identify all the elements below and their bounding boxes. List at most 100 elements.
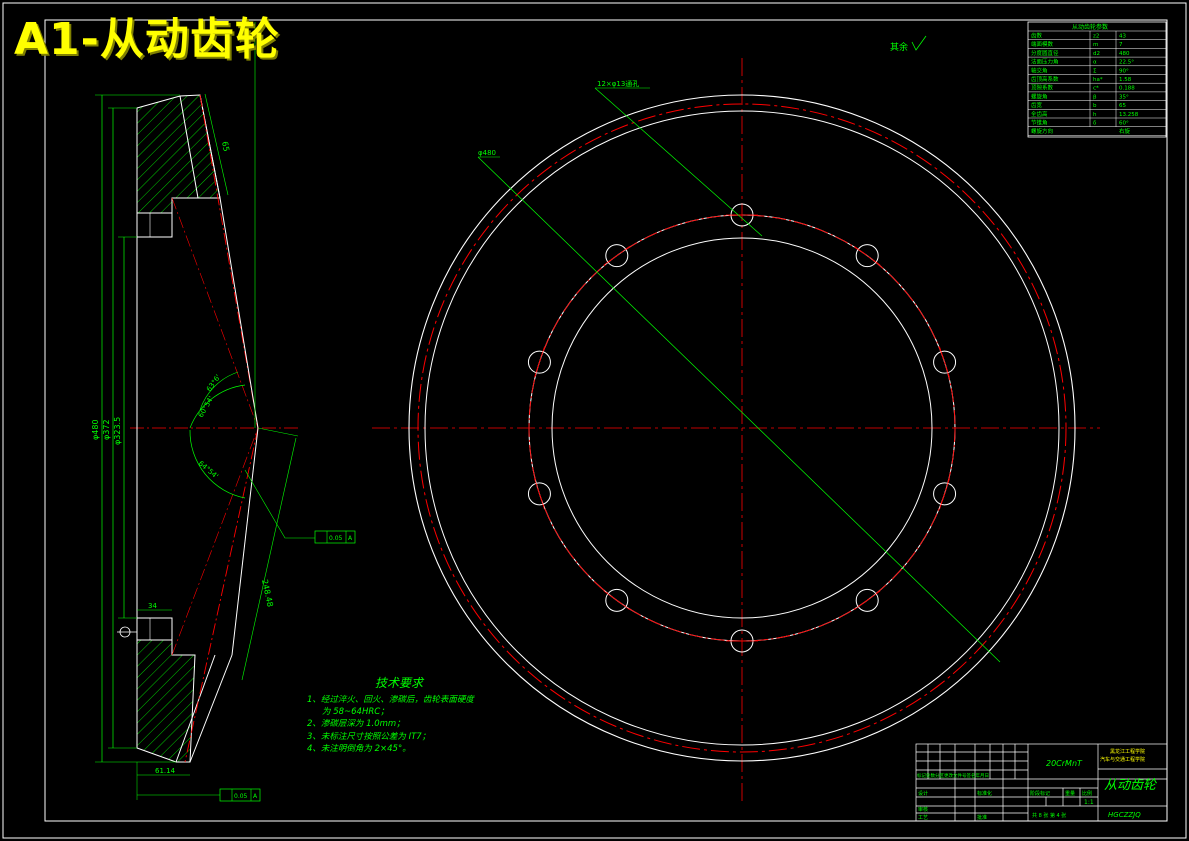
bolt-hole xyxy=(605,244,629,268)
tol-value-2: 0.05 xyxy=(234,793,248,800)
dim-hub-length: 61.14 xyxy=(155,767,176,775)
bolt-hole xyxy=(605,588,629,612)
tb-stage: 阶段标记 xyxy=(1030,790,1050,797)
tol-value-1: 0.05 xyxy=(329,535,343,542)
tol-datum-1: A xyxy=(348,535,353,542)
params-cell: 1.58 xyxy=(1119,77,1132,83)
tb-school: 黑龙江工程学院 xyxy=(1110,748,1145,755)
tech-item: 1、经过淬火、回火、渗碳后，齿轮表面硬度 xyxy=(307,694,475,705)
dim-face-width: 65 xyxy=(220,141,231,153)
params-table: 从动齿轮参数 齿数 z2 43 端面模数 m 7 分度圆直径 d2 480 法面压力角 α 22.5°… xyxy=(1027,21,1167,138)
params-cell: b xyxy=(1093,103,1097,109)
params-cell: 90° xyxy=(1119,68,1129,74)
tb-approve: 批准 xyxy=(977,814,987,821)
tb-part-name: 从动齿轮 xyxy=(1104,778,1158,793)
bolt-hole-centerline xyxy=(603,590,630,611)
params-cell: 43 xyxy=(1119,34,1126,40)
params-cell: h xyxy=(1093,112,1097,118)
upper-ring-section xyxy=(136,94,221,214)
bolt-hole xyxy=(527,482,551,506)
bolt-hole-centerline xyxy=(939,478,950,510)
tb-design: 设计 xyxy=(918,790,928,797)
dim-angle-2: 60°54' xyxy=(197,395,216,419)
params-cell: 全齿高 xyxy=(1031,110,1048,118)
tb-process: 工艺 xyxy=(918,815,928,821)
dim-angle-1: 63°6' xyxy=(205,373,222,393)
bolt-hole xyxy=(855,588,879,612)
bolt-hole-centerline xyxy=(854,245,881,266)
params-cell: 法面压力角 xyxy=(1031,58,1059,66)
params-cell: 齿宽 xyxy=(1031,101,1043,109)
params-cell: ha* xyxy=(1093,77,1103,83)
bolt-hole xyxy=(933,350,957,374)
dim-cone-length: 248.48 xyxy=(260,579,275,608)
params-cell: 分度圆直径 xyxy=(1031,49,1059,57)
roughness-symbol xyxy=(911,35,927,51)
front-view: φ480 12×φ13通孔 xyxy=(372,58,1100,802)
params-cell: 顶隙系数 xyxy=(1031,84,1054,92)
tech-title: 技术要求 xyxy=(375,676,425,690)
tol-datum-2: A xyxy=(253,793,258,800)
params-cell: 轴交角 xyxy=(1031,66,1048,74)
tb-material: 20CrMnT xyxy=(1046,759,1083,768)
params-cell: β xyxy=(1093,94,1097,100)
params-cell: 螺旋方向 xyxy=(1031,127,1053,135)
tech-item: 4、未注明倒角为 2×45°。 xyxy=(307,743,411,754)
lower-ring-section xyxy=(136,639,196,763)
params-cell: α xyxy=(1093,60,1097,66)
outer-dia-callout: φ480 xyxy=(478,149,496,157)
params-cell: 节锥角 xyxy=(1031,119,1048,127)
section-view: φ480 φ372 φ323.5 65 63°6' 60°54' 64°54' … xyxy=(91,22,356,802)
params-cell: 端面模数 xyxy=(1031,40,1054,48)
params-cell: 60° xyxy=(1119,121,1129,127)
bolt-hole-centerline xyxy=(939,346,950,378)
dim-dia-2: φ372 xyxy=(102,419,111,440)
root-circle xyxy=(424,110,1060,746)
params-cell: 13.258 xyxy=(1119,112,1139,118)
pitch-circle xyxy=(417,103,1067,753)
tb-sheet: 共 8 张 第 4 张 xyxy=(1032,812,1066,819)
sheet-title: A1-从动齿轮 xyxy=(14,14,280,65)
bolt-hole-centerline xyxy=(534,478,545,510)
dim-dia-3: φ323.5 xyxy=(113,417,122,445)
bolt-hole-centerline xyxy=(534,346,545,378)
tb-dept: 汽车与交通工程学院 xyxy=(1100,756,1145,763)
tb-revision-labels: 标记处数分区更改文件号签名年月日 xyxy=(917,772,989,779)
params-cell: 0.188 xyxy=(1119,86,1135,92)
tb-weight: 重量 xyxy=(1065,790,1075,797)
tech-item: 2、渗碳层深为 1.0mm； xyxy=(307,718,405,729)
params-cell: δ xyxy=(1093,121,1097,127)
dim-outer-dia: φ480 xyxy=(91,419,100,440)
params-cell: 右旋 xyxy=(1119,127,1131,135)
roughness-note: 其余 xyxy=(890,41,908,53)
bolt-holes xyxy=(527,203,957,653)
params-cell: 螺旋角 xyxy=(1031,92,1048,100)
bolt-hole-centerline xyxy=(854,590,881,611)
title-block xyxy=(915,743,1168,822)
params-cell: d2 xyxy=(1093,51,1100,57)
params-cell: 22.5° xyxy=(1119,60,1134,66)
params-cell: 35° xyxy=(1119,94,1129,100)
tech-item: 3、未标注尺寸按照公差为 IT7； xyxy=(307,731,430,742)
params-cell: 齿顶高系数 xyxy=(1031,75,1059,83)
params-cell: 480 xyxy=(1119,51,1130,57)
tech-item: 为 58~64HRC； xyxy=(322,706,389,717)
bolt-hole xyxy=(933,482,957,506)
params-cell: z2 xyxy=(1093,34,1099,40)
tb-drawing-no: HGCZZJQ xyxy=(1108,811,1141,819)
params-table-header: 从动齿轮参数 xyxy=(1072,23,1108,31)
outer-rim-circle xyxy=(408,94,1076,762)
tb-standard: 标准化 xyxy=(977,790,992,797)
tb-ratio: 比例 xyxy=(1082,790,1092,797)
params-cell: c* xyxy=(1093,86,1099,92)
bolt-hole-centerline xyxy=(603,245,630,266)
bore-circle xyxy=(551,237,933,619)
params-cell: 齿数 xyxy=(1031,32,1043,40)
hole-pattern-callout: 12×φ13通孔 xyxy=(597,79,639,88)
params-cell: 7 xyxy=(1119,42,1123,48)
tb-check: 审核 xyxy=(918,806,928,813)
params-cell: m xyxy=(1093,42,1098,48)
params-cell: 65 xyxy=(1119,103,1126,109)
